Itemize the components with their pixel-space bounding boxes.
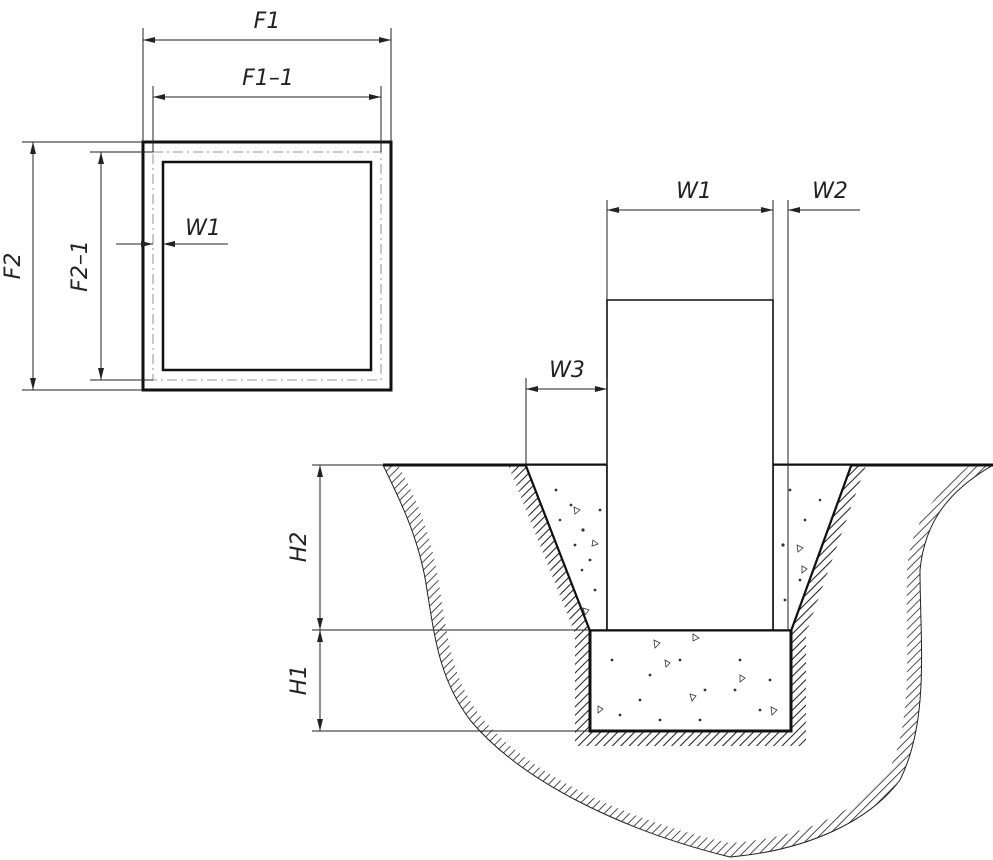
h2-label: H2 <box>287 532 312 563</box>
dimension-w2: W2 <box>752 179 860 213</box>
dimension-w3: W3 <box>525 358 608 465</box>
dimension-h1: H1 <box>287 630 590 732</box>
backfill-hatch-left <box>508 465 590 731</box>
dimension-w1-plan: W1 <box>116 216 228 247</box>
soil-hatch-cutout <box>398 465 970 843</box>
h1-label: H1 <box>287 665 312 696</box>
f2-label: F2 <box>1 253 26 280</box>
column <box>606 299 774 631</box>
footing-inner-line <box>152 151 382 381</box>
w3-label: W3 <box>549 358 585 383</box>
dimension-f1: F1 <box>142 9 392 142</box>
f1-1-label: F1–1 <box>242 66 294 91</box>
dimension-h2: H2 <box>287 464 590 631</box>
dimension-f1-1: F1–1 <box>152 66 382 152</box>
dimension-f2: F2 <box>1 141 143 391</box>
dimension-f2-1: F2–1 <box>68 151 153 381</box>
f1-label: F1 <box>254 9 281 34</box>
w1-plan-label: W1 <box>185 216 221 241</box>
plan-view: F1 F1–1 F2 F2–1 W1 <box>1 9 393 392</box>
column-outline <box>161 160 373 372</box>
dimension-w1: W1 <box>607 179 773 213</box>
concrete-texture <box>554 488 822 722</box>
f2-1-label: F2–1 <box>68 240 93 292</box>
backfill-hatch-right <box>575 465 866 746</box>
soil-outline <box>382 464 993 858</box>
w2-label: W2 <box>812 179 848 204</box>
w1-label: W1 <box>676 179 712 204</box>
footing-outline <box>141 140 393 392</box>
section-view: W1 W2 W3 H2 H1 <box>287 179 993 858</box>
